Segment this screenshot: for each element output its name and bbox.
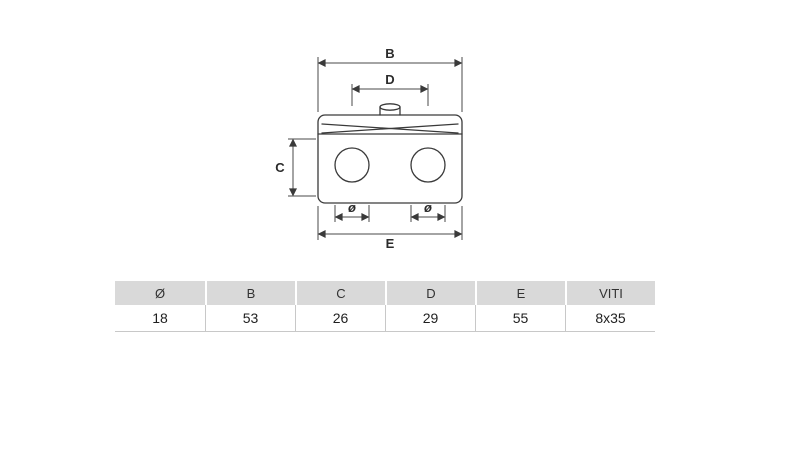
table-data-row: 18 53 26 29 55 8x35 [115,305,655,332]
dim-label-d: D [385,72,394,87]
boss-top [379,103,401,111]
right-hole [410,147,446,183]
dim-label-e: E [386,236,395,251]
value-cell-e: 55 [475,305,565,332]
header-cell-viti: VITI [565,281,655,305]
header-cell-e: E [475,281,565,305]
value-cell-diameter: 18 [115,305,205,332]
body-outline [317,114,463,204]
dim-label-diameter-right: ø [424,200,432,215]
value-cell-d: 29 [385,305,475,332]
header-cell-diameter: Ø [115,281,205,305]
value-cell-c: 26 [295,305,385,332]
table-header-row: Ø B C D E VITI [115,281,655,305]
cap-diagonal-2 [321,123,459,134]
clamp-body [317,103,463,204]
dimension-lines [288,57,463,240]
left-hole [334,147,370,183]
dim-label-diameter-left: ø [348,200,356,215]
value-cell-viti: 8x35 [565,305,655,332]
dim-label-c: C [275,160,285,175]
dim-label-b: B [385,46,394,61]
header-cell-b: B [205,281,295,305]
dimension-table: Ø B C D E VITI 18 53 26 29 55 8x35 [115,281,655,332]
header-cell-d: D [385,281,475,305]
header-cell-c: C [295,281,385,305]
value-cell-b: 53 [205,305,295,332]
